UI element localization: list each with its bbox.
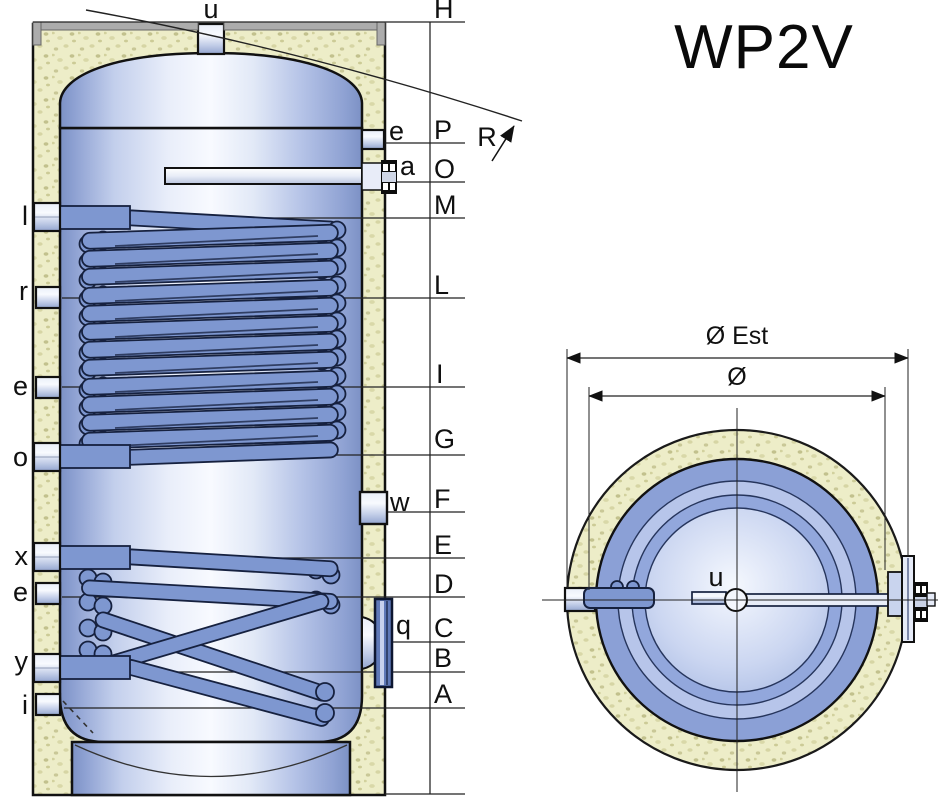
- level-label-B: B: [434, 643, 452, 673]
- port-label-a: a: [400, 151, 416, 181]
- dimension-letters: H P O M L I G F E D C B A: [434, 0, 457, 709]
- right-port-labels: e a w q u R: [203, 0, 496, 640]
- port-o: [32, 441, 62, 473]
- port-label-l: l: [22, 201, 28, 231]
- lower-coil-outlet-header: [59, 655, 131, 680]
- level-label-C: C: [434, 613, 454, 643]
- side-view: l r e o x e y i e a w q u R H P O M L I …: [13, 0, 523, 797]
- lower-coil-inlet-header: [59, 545, 131, 570]
- radius-arrow: [491, 125, 515, 162]
- top-port-nozzle-u: [196, 22, 226, 56]
- radius-label: R: [477, 122, 497, 152]
- immersion-heater-a: [164, 160, 397, 194]
- port-r: [34, 285, 62, 310]
- level-label-D: D: [434, 569, 454, 599]
- level-label-O: O: [434, 154, 455, 184]
- port-label-q: q: [396, 610, 411, 640]
- level-label-M: M: [434, 190, 457, 220]
- level-label-H: H: [434, 0, 454, 24]
- level-label-G: G: [434, 424, 455, 454]
- upper-coil-outlet-header: [59, 444, 131, 469]
- top-view: Ø Est Ø u: [542, 322, 938, 792]
- top-view-centerlines: [542, 408, 938, 792]
- port-label-y: y: [15, 646, 29, 676]
- left-port-labels: l r e o x e y i: [13, 201, 29, 720]
- port-label-e2: e: [13, 577, 28, 607]
- port-label-e-top: e: [389, 116, 404, 146]
- dome-radius-arc: [85, 9, 523, 122]
- port-label-o: o: [13, 442, 28, 472]
- diameter-dimensions: Ø Est Ø u: [566, 322, 909, 592]
- outer-diameter-label: Ø Est: [706, 322, 769, 350]
- port-i: [34, 692, 62, 717]
- port-e-top: [360, 128, 386, 151]
- port-label-r: r: [19, 276, 28, 306]
- level-label-P: P: [434, 115, 452, 145]
- port-label-e1: e: [13, 371, 28, 401]
- top-view-right-flange: [887, 555, 936, 643]
- port-e1: [34, 375, 62, 400]
- dashed-leader-i: [62, 700, 94, 734]
- model-title: WP2V: [674, 13, 854, 82]
- top-cap-strip: [32, 21, 386, 46]
- port-y: [32, 652, 62, 684]
- level-label-L: L: [434, 270, 449, 300]
- port-w: [358, 490, 389, 526]
- level-label-A: A: [434, 679, 452, 709]
- port-x: [32, 541, 62, 573]
- level-label-I: I: [436, 359, 444, 389]
- flange-q: [361, 597, 394, 689]
- top-view-center-port-label: u: [708, 562, 723, 592]
- port-e2: [34, 581, 62, 606]
- port-label-i: i: [22, 690, 28, 720]
- level-label-F: F: [434, 484, 451, 514]
- tank-skirt: [70, 740, 352, 797]
- port-label-u: u: [203, 0, 218, 24]
- upper-coil-inlet-header: [59, 205, 131, 230]
- port-label-w: w: [389, 487, 410, 517]
- upper-coil: [59, 205, 347, 469]
- dished-bottom-line: [74, 744, 348, 778]
- level-label-E: E: [434, 530, 452, 560]
- port-l: [32, 201, 62, 233]
- inner-diameter-label: Ø: [727, 363, 746, 391]
- port-label-x: x: [15, 541, 29, 571]
